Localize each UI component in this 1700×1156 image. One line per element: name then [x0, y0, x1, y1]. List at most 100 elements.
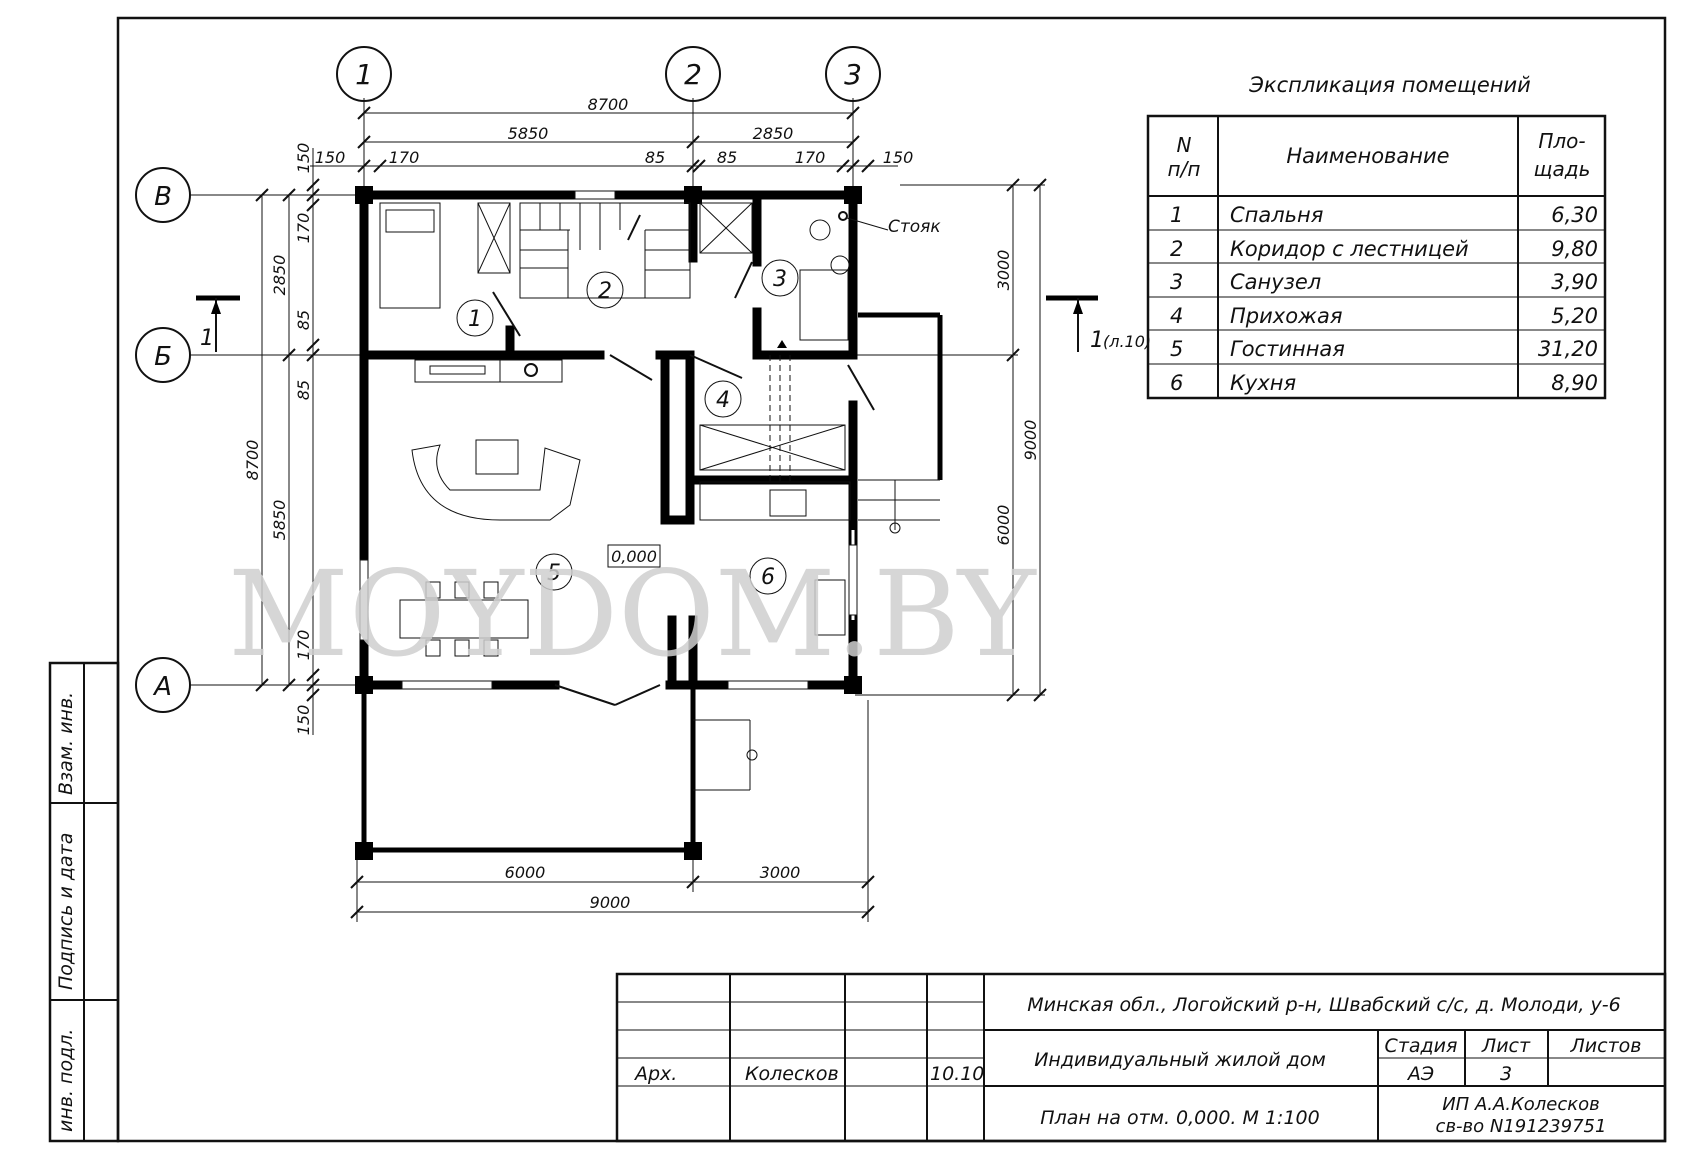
- axis-1-label: 1: [355, 58, 373, 91]
- explication-row-num: 1: [1170, 203, 1183, 227]
- explication-row-num: 3: [1170, 270, 1183, 294]
- dim-top-170-a: 170: [389, 148, 420, 167]
- axis-2-label: 2: [684, 58, 702, 91]
- explication-row-area: 6,30: [1551, 203, 1598, 227]
- explication-row-area: 31,20: [1538, 337, 1598, 361]
- dim-top-170-b: 170: [795, 148, 826, 167]
- axis-3-label: 3: [844, 58, 862, 91]
- dim-left-85-b: 85: [294, 380, 313, 400]
- room-number-1: 1: [468, 307, 482, 332]
- dim-top-85-a: 85: [645, 148, 665, 167]
- dim-top-85-b: 85: [717, 148, 737, 167]
- top-dimensions: 8700 5850 2850 150 170 85 85 170 150: [310, 95, 914, 173]
- explication-header-num-2: п/п: [1168, 157, 1201, 181]
- title-sheet-value: 3: [1500, 1063, 1512, 1085]
- room-number-2: 2: [598, 279, 612, 304]
- riser-label: Стояк: [888, 217, 941, 237]
- dim-top-left: 5850: [508, 124, 549, 143]
- axis-a-label: А: [152, 672, 172, 702]
- explication-title: Экспликация помещений: [1248, 73, 1531, 97]
- title-date: 10.10: [930, 1063, 984, 1085]
- explication-row-name: Кухня: [1230, 371, 1296, 395]
- dim-left-upper: 2850: [270, 255, 289, 296]
- axis-markers-vertical: 1 2 3: [336, 46, 881, 200]
- dim-left-total: 8700: [243, 440, 262, 481]
- room-number-4: 4: [716, 388, 730, 413]
- title-company: ИП А.А.Колесков: [1442, 1094, 1600, 1115]
- dim-right-lower: 6000: [994, 505, 1013, 546]
- explication-row: 4 Прихожая 5,20: [1170, 304, 1598, 328]
- side-stamp-inventory: инв. подл.: [55, 1029, 77, 1132]
- explication-row-area: 9,80: [1551, 237, 1598, 261]
- dim-top-150-left: 150: [315, 148, 346, 167]
- dim-left-lower: 5850: [270, 500, 289, 541]
- axis-b-label: Б: [154, 342, 172, 372]
- explication-row-num: 2: [1170, 237, 1183, 261]
- title-address: Минская обл., Логойский р-н, Швабский с/…: [1027, 994, 1620, 1016]
- dim-right-upper: 3000: [994, 250, 1013, 291]
- explication-row-num: 5: [1170, 337, 1183, 361]
- explication-header-area-1: Пло-: [1538, 129, 1585, 153]
- room-number-5: 5: [547, 561, 561, 586]
- explication-row: 6 Кухня 8,90: [1170, 371, 1598, 395]
- dim-left-150-bottom: 150: [294, 705, 313, 736]
- explication-row-area: 8,90: [1551, 371, 1598, 395]
- explication-row: 5 Гостинная 31,20: [1170, 337, 1598, 361]
- explication-row: 3 Санузел 3,90: [1170, 270, 1598, 294]
- title-sheet-title: План на отм. 0,000. М 1:100: [1040, 1107, 1319, 1129]
- explication-row-name: Прихожая: [1230, 304, 1342, 328]
- furniture: [379, 202, 889, 657]
- windows: [359, 190, 858, 690]
- explication-row-name: Спальня: [1230, 203, 1323, 227]
- explication-row-area: 5,20: [1551, 304, 1598, 328]
- staircase: [519, 202, 691, 299]
- dim-left-170-bottom: 170: [294, 630, 313, 661]
- axis-markers-horizontal: В Б А: [135, 167, 375, 713]
- bottom-dimensions: 6000 3000 9000: [350, 700, 875, 922]
- explication-header-name: Наименование: [1286, 144, 1449, 168]
- explication-row-name: Гостинная: [1230, 337, 1345, 361]
- explication-row: 1 Спальня 6,30: [1170, 203, 1598, 227]
- explication-row-area: 3,90: [1551, 270, 1598, 294]
- dim-bottom-total: 9000: [590, 893, 631, 912]
- level-mark: 0,000: [607, 544, 661, 568]
- porch-terrace: [355, 312, 943, 860]
- side-stamp-replacement: Взам. инв.: [55, 692, 77, 795]
- dim-right-total: 9000: [1021, 420, 1040, 461]
- title-sheets-label: Листов: [1570, 1035, 1642, 1057]
- title-sheet-label: Лист: [1481, 1035, 1531, 1057]
- explication-header-area-2: щадь: [1534, 157, 1591, 181]
- dim-left-150-top: 150: [294, 143, 313, 174]
- left-dimensions: 8700 2850 5850 150 170 85 85 170 150: [243, 143, 320, 736]
- title-author: Колесков: [745, 1063, 839, 1085]
- explication-row-name: Коридор с лестницей: [1230, 237, 1469, 261]
- side-stamp-signature: Подпись и дата: [55, 833, 77, 990]
- explication-header-num-1: N: [1177, 133, 1192, 157]
- section-mark-right: 1: [1090, 328, 1104, 353]
- axis-v-label: В: [154, 182, 172, 212]
- explication-row: 2 Коридор с лестницей 9,80: [1170, 237, 1598, 261]
- dim-left-170-top: 170: [294, 213, 313, 244]
- doors: [492, 261, 875, 706]
- title-object: Индивидуальный жилой дом: [1034, 1049, 1326, 1071]
- section-mark-right-ref: (л.10): [1103, 332, 1151, 351]
- title-stage-label: Стадия: [1385, 1035, 1458, 1057]
- right-dimensions: 3000 6000 9000: [855, 178, 1047, 702]
- side-stamp: Взам. инв. Подпись и дата инв. подл.: [48, 661, 120, 1143]
- dim-top-right: 2850: [753, 124, 794, 143]
- watermark: MOYDOM.BY: [228, 545, 1037, 683]
- title-stage-value: АЭ: [1406, 1063, 1434, 1085]
- explication-row-num: 6: [1170, 371, 1183, 395]
- dim-bottom-left: 6000: [505, 863, 546, 882]
- title-role: Арх.: [633, 1063, 677, 1085]
- section-marks: 1 1 (л.10): [196, 295, 1151, 353]
- dim-left-85-a: 85: [294, 310, 313, 330]
- title-block: Арх. Колесков 10.10 Минская обл., Логойс…: [615, 972, 1667, 1143]
- dim-top-150-right: 150: [883, 148, 914, 167]
- title-license: св-во N191239751: [1436, 1116, 1607, 1137]
- room-number-6: 6: [761, 565, 775, 590]
- section-mark-left: 1: [200, 326, 214, 351]
- explication-row-num: 4: [1170, 304, 1183, 328]
- room-number-3: 3: [773, 267, 787, 292]
